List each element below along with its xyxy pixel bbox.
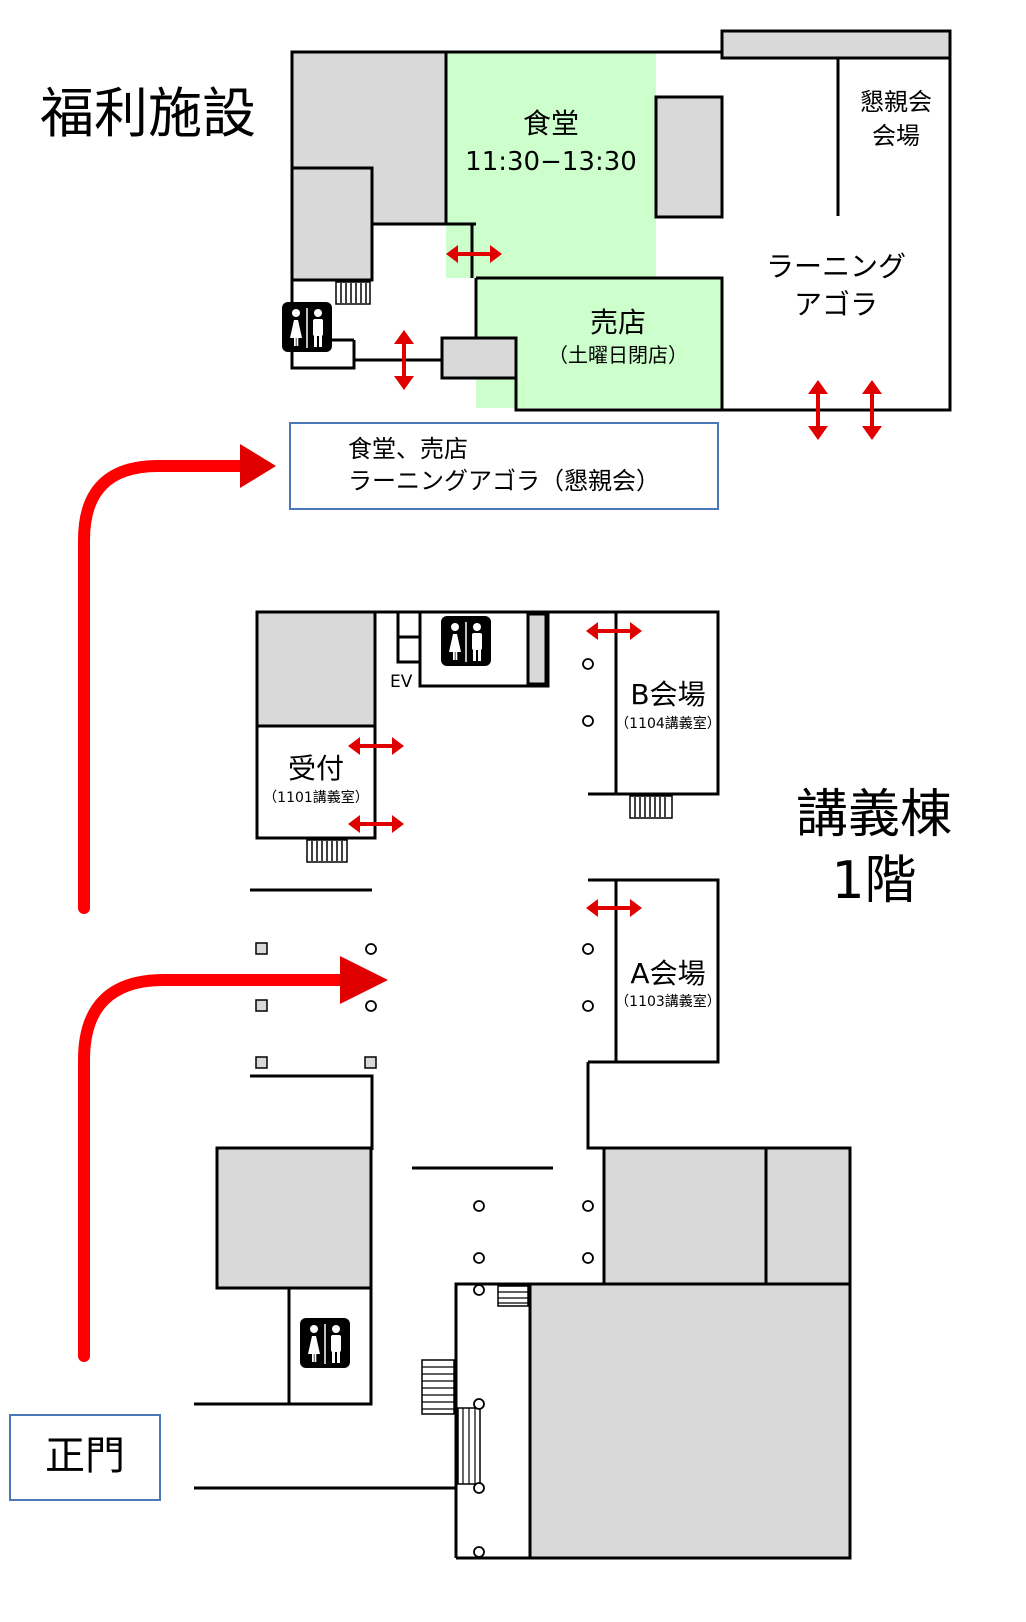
ev-label: EV (390, 672, 413, 692)
shop-label: 売店 (590, 306, 646, 339)
columns (255, 658, 594, 1558)
route-arrow-icon (78, 444, 276, 914)
gray-strip-ev (526, 612, 548, 686)
social-venue-label-1: 懇親会 (860, 88, 932, 116)
b-hall-room-label: （1104講義室） (615, 715, 721, 732)
main-gate-box (9, 1414, 161, 1501)
restroom-icon (281, 301, 333, 353)
stairs-lower (421, 1285, 529, 1485)
agora-label-2: アゴラ (794, 288, 878, 321)
gray-block-lecture-top-left (255, 610, 377, 728)
double-arrow-icon (584, 897, 644, 919)
cafeteria-label: 食堂 (523, 107, 579, 140)
main-gate-label: 正門 (45, 1433, 125, 1479)
reception-room-label: （1101講義室） (263, 789, 369, 806)
gray-block-far-right (764, 1146, 852, 1310)
info-box (289, 422, 719, 510)
gray-block-bottom-large (528, 1282, 852, 1560)
agora-label-1: ラーニング (766, 250, 906, 283)
restroom-icon (299, 1317, 351, 1369)
b-hall-room (614, 610, 720, 796)
reception-label: 受付 (288, 752, 344, 785)
lecture-building-title: 講義棟 (796, 785, 952, 845)
route-arrow-icon (78, 956, 388, 1362)
cafeteria-area (446, 52, 656, 278)
reception-room (255, 724, 377, 840)
welfare-building (281, 29, 952, 442)
shop-note: （土曜日閉店） (548, 343, 688, 367)
info-box-line-1: 食堂、売店 (348, 435, 468, 463)
lecture-building (194, 610, 852, 1560)
double-arrow-icon (584, 620, 644, 642)
a-hall-label: A会場 (630, 957, 705, 990)
gray-block-mid-right (602, 1146, 768, 1286)
gray-block-near-shop (440, 336, 518, 380)
social-venue-label-2: 会場 (872, 122, 920, 150)
cafeteria-hours: 11:30−13:30 (465, 147, 637, 177)
b-hall-label: B会場 (630, 678, 705, 711)
gray-block-cafe-right (654, 95, 724, 219)
restroom-icon (440, 615, 492, 667)
stairs-b-hall (629, 795, 673, 819)
restroom-lower-room (287, 1286, 373, 1406)
stairs-welfare (335, 281, 371, 305)
floor-title: 1階 (831, 851, 916, 911)
stairs-reception (306, 839, 348, 863)
gray-block-mid-left (215, 1146, 373, 1290)
a-hall-room-label: （1103講義室） (615, 993, 721, 1010)
gray-block-left (290, 166, 374, 282)
gray-strip-top (720, 29, 952, 60)
info-box-line-2: ラーニングアゴラ（懇親会） (348, 467, 660, 495)
welfare-title: 福利施設 (40, 82, 256, 145)
a-hall-room (614, 878, 720, 1064)
